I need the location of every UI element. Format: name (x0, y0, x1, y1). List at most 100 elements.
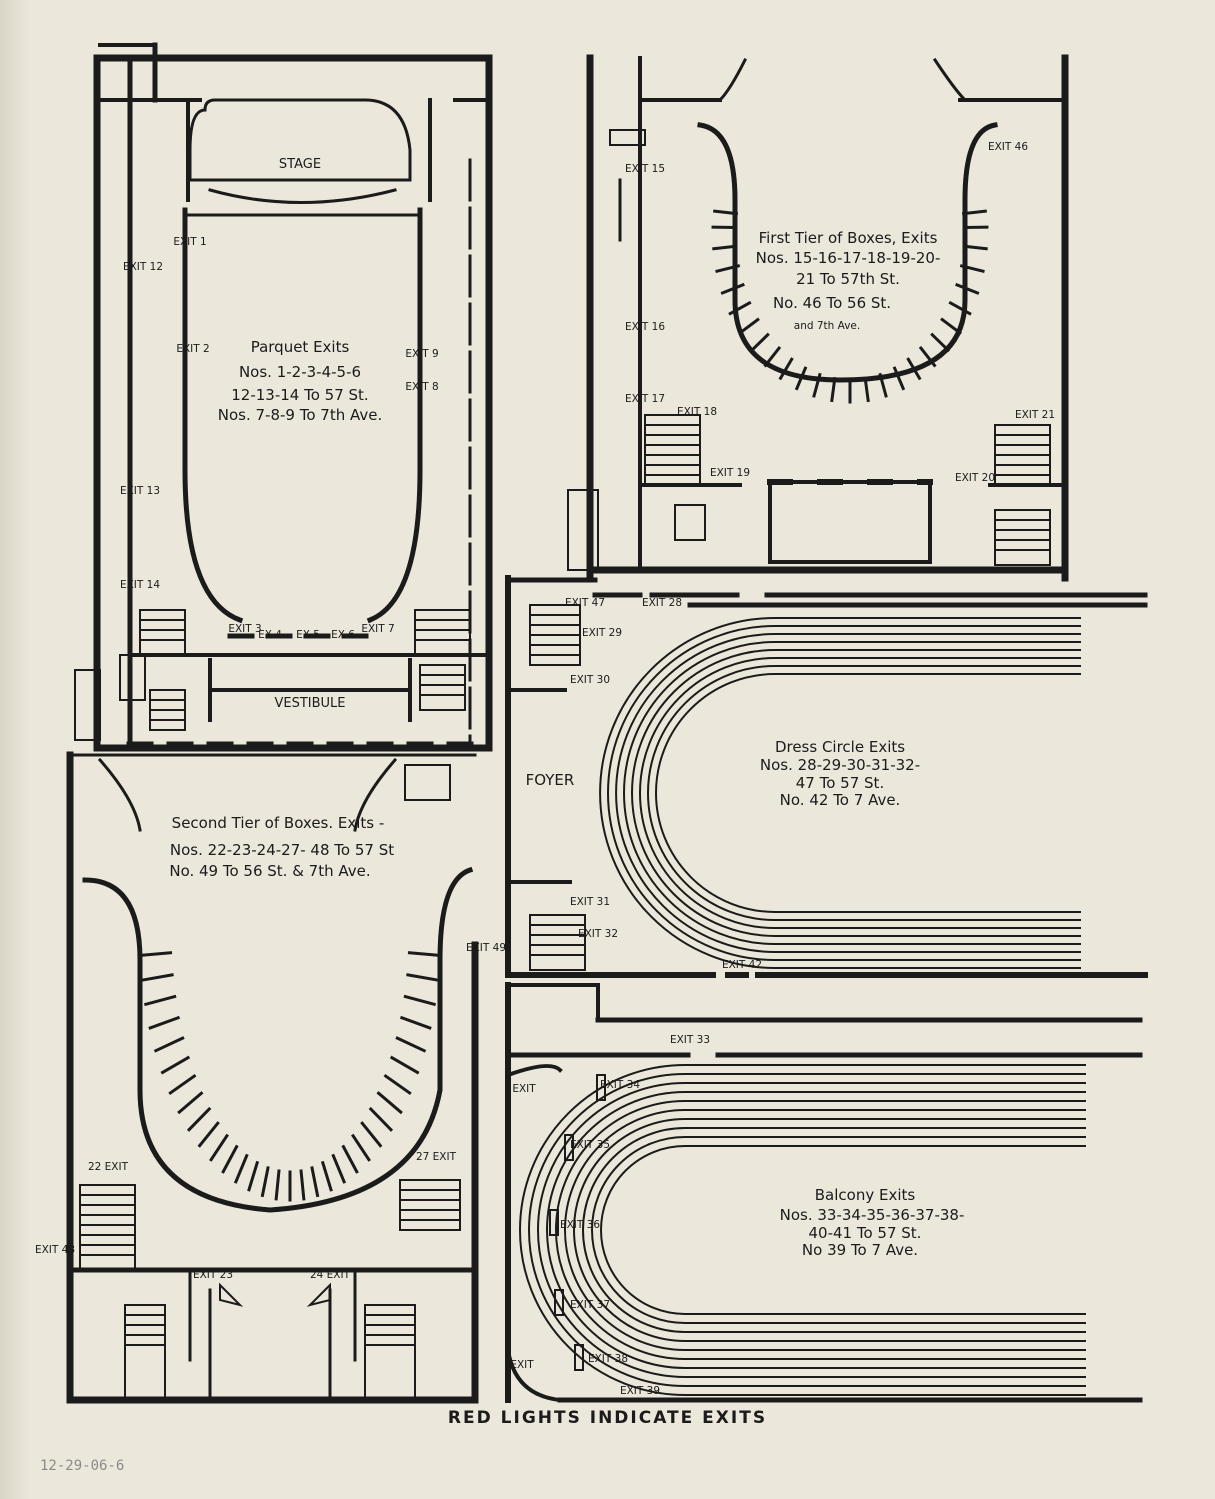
box-partition (341, 1144, 359, 1174)
box-partition (331, 1153, 347, 1184)
box-partition (715, 264, 741, 273)
box-partition (794, 366, 808, 391)
box-partition (389, 1055, 420, 1075)
box-partition (160, 1055, 191, 1075)
box-partition (906, 357, 922, 381)
box-partition (320, 1160, 333, 1192)
box-partition (738, 317, 760, 335)
foyer-label: FOYER (526, 771, 575, 789)
exit-door (596, 1074, 606, 1101)
box-partition (406, 973, 440, 982)
first-tier-title: First Tier of Boxes, Exits (759, 229, 938, 247)
exit-7: EXIT 7 (361, 623, 394, 635)
exit-9: EXIT 9 (405, 348, 438, 360)
exit-39: EXIT 39 (620, 1385, 660, 1397)
seating-row (537, 1082, 1086, 1378)
box-partition (177, 1091, 204, 1115)
box-partition (351, 1133, 371, 1162)
seating-row (564, 1109, 1086, 1351)
box-partition (153, 1036, 185, 1053)
parquet-labels: STAGE VESTIBULE Parquet Exits Nos. 1-2-3… (120, 157, 439, 711)
exit-27: 27 EXIT (416, 1151, 457, 1163)
box-partition (713, 209, 739, 216)
exit-8: EXIT 8 (405, 381, 438, 393)
exit-door (574, 1344, 584, 1371)
seating-row (631, 649, 1081, 937)
vestibule-label: VESTIBULE (274, 696, 345, 711)
box-partition (399, 1015, 432, 1030)
exit-38: EXIT 38 (588, 1353, 628, 1365)
exit-door (554, 1289, 564, 1316)
first-tier-line4: and 7th Ave. (794, 320, 860, 332)
box-partition (247, 1160, 260, 1192)
exit-23: EXIT 23 (193, 1269, 233, 1281)
box-partition (407, 951, 441, 958)
balcony-title: Balcony Exits (815, 1186, 916, 1204)
box-partition (143, 994, 177, 1007)
parquet-plan (74, 42, 493, 752)
parquet-line3: Nos. 7-8-9 To 7th Ave. (218, 406, 383, 424)
exit-24: 24 EXIT (310, 1269, 351, 1281)
seating-row (607, 625, 1081, 961)
box-partition (720, 282, 745, 295)
exit-28: EXIT 28 (642, 597, 682, 609)
second-tier-line1: Nos. 22-23-24-27- 48 To 57 St (170, 841, 394, 859)
box-partition (376, 1091, 403, 1115)
box-partition (299, 1169, 306, 1201)
seating-row (639, 657, 1081, 929)
box-partition (310, 1166, 320, 1198)
exit-42: EXIT 42 (722, 959, 762, 971)
seating-row (623, 641, 1081, 945)
box-partition (892, 366, 906, 391)
dress-circle-title: Dress Circle Exits (775, 738, 905, 756)
exit-16: EXIT 16 (625, 321, 665, 333)
seating-row (615, 633, 1081, 953)
dress-circle-line3: No. 42 To 7 Ave. (780, 791, 901, 809)
exit-33: EXIT 33 (670, 1034, 710, 1046)
exit-19: EXIT 19 (710, 467, 750, 479)
seating-row (555, 1100, 1086, 1360)
exit-47: EXIT 47 (565, 597, 605, 609)
exit-21: EXIT 21 (1015, 409, 1055, 421)
parquet-title: Parquet Exits (251, 338, 350, 356)
box-partition (863, 376, 870, 403)
box-partition (830, 376, 837, 403)
exit-1: EXIT 1 (173, 236, 206, 248)
balcony-line3: No 39 To 7 Ave. (802, 1241, 918, 1259)
box-partition (209, 1133, 229, 1162)
box-partition (930, 332, 951, 353)
exit-32: EXIT 32 (578, 928, 618, 940)
dress-circle-line2: 47 To 57 St. (796, 774, 884, 792)
box-partition (812, 372, 822, 398)
dress-circle-plan (505, 575, 1148, 978)
parquet-line1: Nos. 1-2-3-4-5-6 (239, 363, 361, 381)
box-partition (918, 345, 937, 368)
box-partition (961, 209, 987, 216)
box-partition (383, 1073, 412, 1096)
balcony-labels: Balcony Exits Nos. 33-34-35-36-37-38- 40… (510, 1034, 964, 1397)
exit-4: EX 4 (258, 629, 282, 641)
first-tier-line3: No. 46 To 56 St. (773, 294, 891, 312)
exit-5: EX 5 (296, 629, 320, 641)
box-partition (139, 951, 173, 958)
first-tier-plan (567, 54, 1069, 582)
seating-row (600, 1145, 1086, 1315)
box-partition (368, 1106, 394, 1132)
exit-door (549, 1209, 559, 1236)
box-partition (962, 244, 988, 251)
box-partition (712, 244, 738, 251)
exit-3: EXIT 3 (228, 623, 261, 635)
seating-row (582, 1127, 1086, 1333)
seating-row (573, 1118, 1086, 1342)
seating-row (647, 665, 1081, 921)
exit-6: EX 6 (331, 629, 355, 641)
box-partition (221, 1144, 239, 1174)
seating-row (591, 1136, 1086, 1324)
exit-20: EXIT 20 (955, 472, 995, 484)
box-partition (274, 1169, 281, 1201)
stage-label: STAGE (279, 157, 321, 172)
seating-row (546, 1091, 1086, 1369)
second-tier-line2: No. 49 To 56 St. & 7th Ave. (169, 862, 370, 880)
pencil-note: 12-29-06-6 (40, 1458, 125, 1474)
binding-edge (0, 0, 30, 1499)
